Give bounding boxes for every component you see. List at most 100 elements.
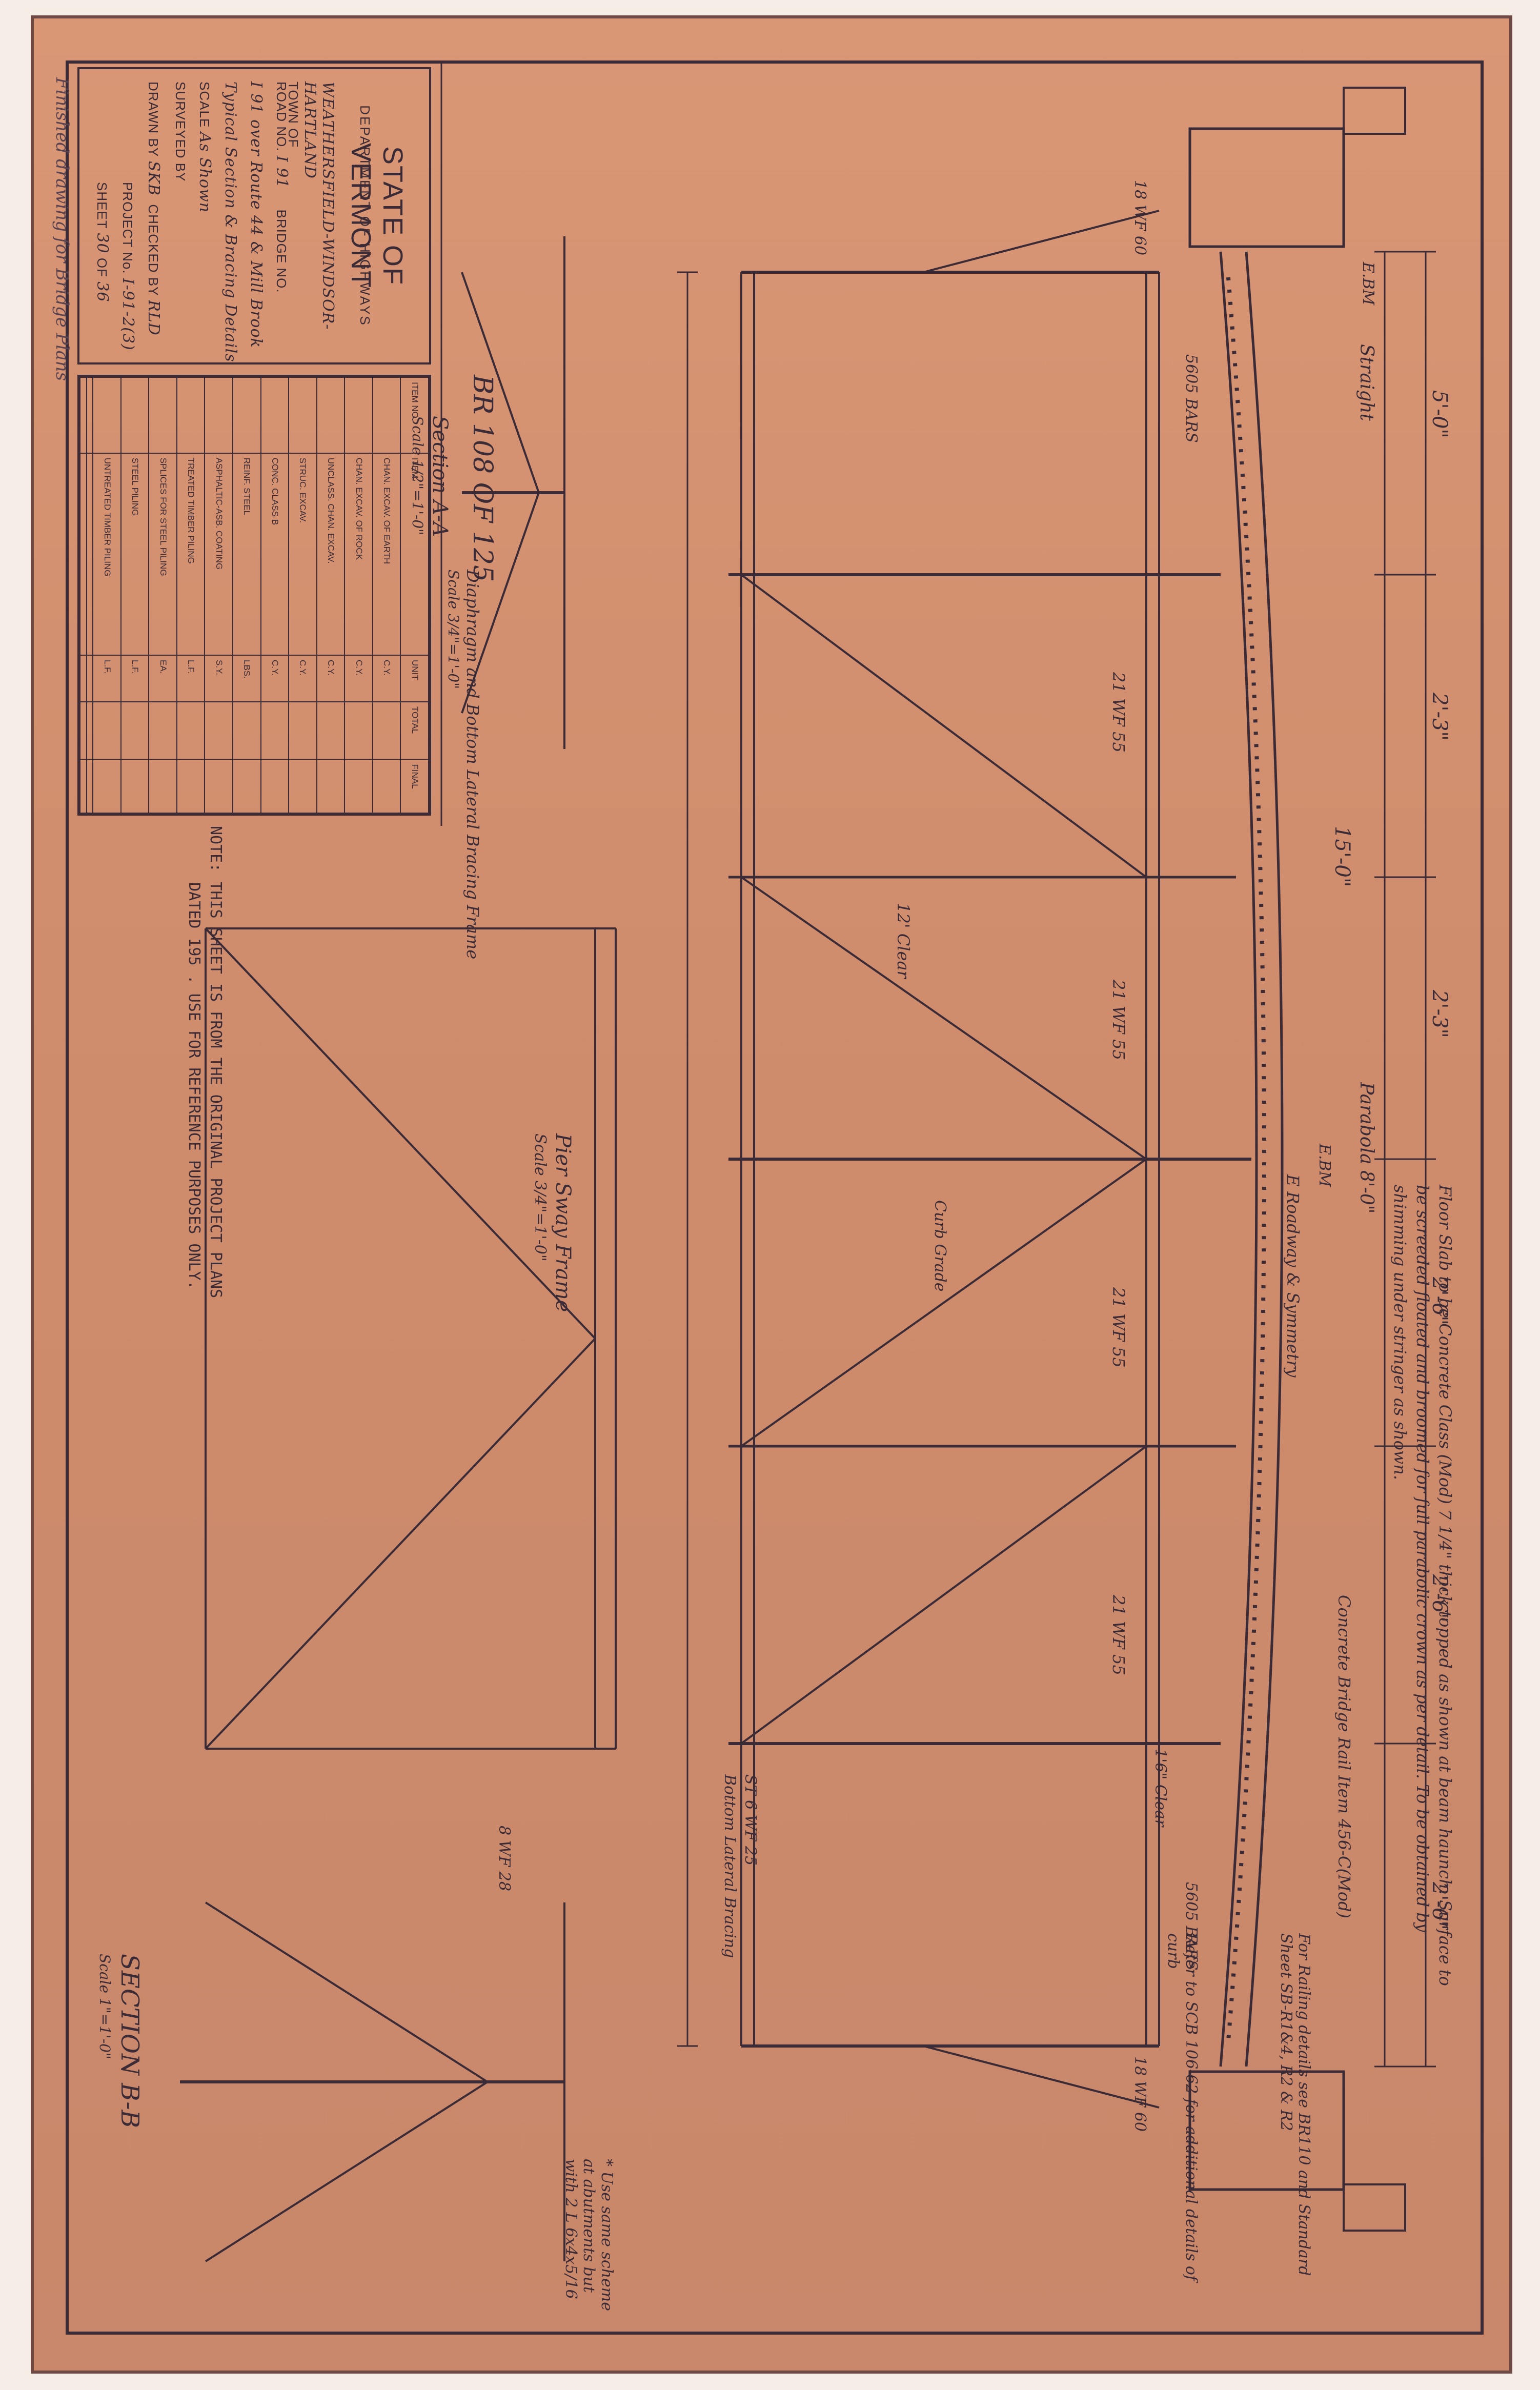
note-line-2: DATED 195 . USE FOR REFERENCE PURPOSES O… bbox=[185, 882, 203, 1290]
stringer-label-2: 21 WF 55 bbox=[1109, 980, 1128, 1060]
note-line-1: THIS SHEET IS FROM THE ORIGINAL PROJECT … bbox=[207, 881, 225, 1299]
sheet-row: SHEET 30 OF 36 bbox=[93, 182, 111, 302]
beam-label-right: 18 WF 60 bbox=[1131, 2056, 1149, 2132]
refer-note: Refer to SCB 106-62 for additional detai… bbox=[1164, 1933, 1200, 2281]
qty-unit: C.Y. bbox=[260, 655, 289, 702]
scale-row: SCALE As Shown bbox=[196, 82, 214, 213]
qty-item: REINF. STEEL bbox=[233, 453, 261, 655]
qty-header-unit: UNIT bbox=[400, 655, 429, 702]
qty-item: TREATED TIMBER PILING bbox=[176, 453, 205, 655]
state-title: STATE OF VERMONT bbox=[346, 143, 408, 289]
dim-1: 5'-0" bbox=[1428, 390, 1451, 438]
qty-item: CHAN. EXCAV. OF ROCK bbox=[345, 453, 373, 655]
note-label: NOTE: bbox=[207, 826, 225, 873]
diaphragm-scale: Scale 3/4"=1'-0" bbox=[445, 570, 462, 690]
qty-item: UNCLASS. CHAN. EXCAV. bbox=[316, 453, 345, 655]
qty-unit: LBS. bbox=[233, 655, 261, 702]
surveyed-row: SURVEYED BY bbox=[172, 82, 188, 181]
drawn-row: DRAWN BY SKB CHECKED BY RLD bbox=[145, 82, 163, 336]
section-bb-scale: Scale 1"=1'-0" bbox=[96, 1954, 113, 2059]
dim-crown: 15'-0" bbox=[1330, 826, 1354, 887]
railing-note: For Railing details see BR110 and Standa… bbox=[1277, 1933, 1313, 2276]
qty-unit: L.F. bbox=[120, 655, 149, 702]
qty-unit: EA. bbox=[149, 655, 177, 702]
description-line-2: Typical Section & Bracing Details bbox=[221, 82, 239, 362]
qty-unit: L.F. bbox=[176, 655, 205, 702]
bm-left: E.BM bbox=[1359, 262, 1377, 306]
table-row: STRUC. EXCAV.C.Y. bbox=[289, 377, 317, 813]
checked-value: RLD bbox=[145, 300, 163, 336]
qty-item: STEEL PILING bbox=[120, 453, 149, 655]
qty-item: ASPHALTIC-ASB. COATING bbox=[205, 453, 233, 655]
pier-sway-title: Pier Sway Frame bbox=[551, 1133, 575, 1312]
qty-unit: C.Y. bbox=[289, 655, 317, 702]
scale-value: As Shown bbox=[196, 132, 214, 213]
curb-grade-label: Curb Grade bbox=[931, 1200, 949, 1292]
bars-label-right: 5605 BARS bbox=[1182, 1882, 1200, 1971]
sheet-of-label: OF bbox=[94, 257, 110, 277]
qty-header-final: FINAL bbox=[400, 759, 429, 813]
qty-header-item-no: ITEM NO. bbox=[400, 377, 429, 453]
project-row: PROJECT No. I-91-2(3) bbox=[119, 182, 137, 351]
road-value: I 91 bbox=[273, 155, 291, 189]
drawing-sheet: 5'-0" 2'-3" 2'-3" 2'-6" 2'-6" 2'-6" Stra… bbox=[31, 15, 1512, 2374]
bars-label-left: 5605 BARS bbox=[1182, 354, 1200, 443]
bm-mid: E.BM bbox=[1315, 1144, 1333, 1187]
concrete-class-note: Concrete Bridge Rail Item 456-C(Mod) bbox=[1334, 1595, 1354, 1918]
dim-3: 2'-3" bbox=[1428, 990, 1451, 1038]
reference-note: NOTE: THIS SHEET IS FROM THE ORIGINAL PR… bbox=[183, 826, 226, 1298]
eight-wf-label: 8 WF 28 bbox=[495, 1826, 513, 1891]
stringer-label-1: 21 WF 55 bbox=[1109, 672, 1128, 753]
bridge-label: BRIDGE NO. bbox=[274, 209, 289, 293]
table-row bbox=[80, 377, 87, 813]
project-label: PROJECT No. bbox=[120, 182, 135, 274]
st-wf-label: ST 6 WF 25 bbox=[741, 1774, 759, 1866]
floor-slab-note: Floor Slab to be Concrete Class (Mod) 7 … bbox=[1390, 1185, 1455, 1986]
qty-item: CONC. CLASS B bbox=[260, 453, 289, 655]
title-block: STATE OF VERMONT DEPARTMENT OF HIGHWAYS … bbox=[77, 67, 431, 364]
qty-header-item: ITEM bbox=[400, 453, 429, 655]
qty-unit: L.F. bbox=[93, 655, 121, 702]
abutment-note: * Use same scheme at abutments but with … bbox=[562, 2159, 616, 2311]
stringer-label-4: 21 WF 55 bbox=[1109, 1595, 1128, 1675]
pier-sway-scale: Scale 3/4"=1'-0" bbox=[531, 1133, 549, 1262]
center-span-label: 12' Clear bbox=[894, 903, 913, 979]
qty-unit: S.Y. bbox=[205, 655, 233, 702]
handwritten-footer: Finished drawing for Bridge Plans bbox=[52, 77, 72, 381]
sheet-label: SHEET bbox=[94, 182, 110, 229]
dim-straight: Straight bbox=[1356, 344, 1377, 421]
clear-label: 1'6" Clear bbox=[1151, 1749, 1169, 1827]
table-row bbox=[86, 377, 93, 813]
bottom-lateral-label: Bottom Lateral Bracing bbox=[721, 1774, 739, 1958]
stringer-label-3: 21 WF 55 bbox=[1109, 1287, 1128, 1368]
qty-item: CHAN. EXCAV. OF EARTH bbox=[372, 453, 401, 655]
scale-label: SCALE bbox=[197, 82, 212, 128]
dim-2: 2'-3" bbox=[1428, 693, 1451, 741]
sheet-total: 36 bbox=[93, 281, 111, 302]
road-row: ROAD NO. I 91 BRIDGE NO. bbox=[273, 82, 291, 293]
description-line-1: I 91 over Route 44 & Mill Brook bbox=[247, 82, 265, 348]
roadway-symmetry: E Roadway & Symmetry bbox=[1283, 1174, 1303, 1378]
towns-value: WEATHERSFIELD-WINDSOR-HARTLAND bbox=[301, 82, 337, 330]
drawn-label: DRAWN BY bbox=[146, 82, 161, 157]
surveyed-label: SURVEYED BY bbox=[173, 82, 188, 182]
bridge-section-drawing bbox=[66, 60, 1484, 2335]
dim-parabola: Parabola 8'-0" bbox=[1356, 1082, 1377, 1214]
quantities-table: ITEM NO. ITEM UNIT TOTAL FINAL CHAN. EXC… bbox=[77, 375, 431, 816]
qty-unit: C.Y. bbox=[372, 655, 401, 702]
qty-header-total: TOTAL bbox=[400, 702, 429, 760]
sheet-stamp: BR 108 OF 125 bbox=[467, 375, 498, 582]
qty-item: SPLICES FOR STEEL PILING bbox=[149, 453, 177, 655]
section-aa-title: Section A-A bbox=[428, 416, 452, 537]
project-value: I-91-2(3) bbox=[119, 278, 137, 351]
qty-item: STRUC. EXCAV. bbox=[289, 453, 317, 655]
drawn-value: SKB bbox=[145, 160, 163, 196]
